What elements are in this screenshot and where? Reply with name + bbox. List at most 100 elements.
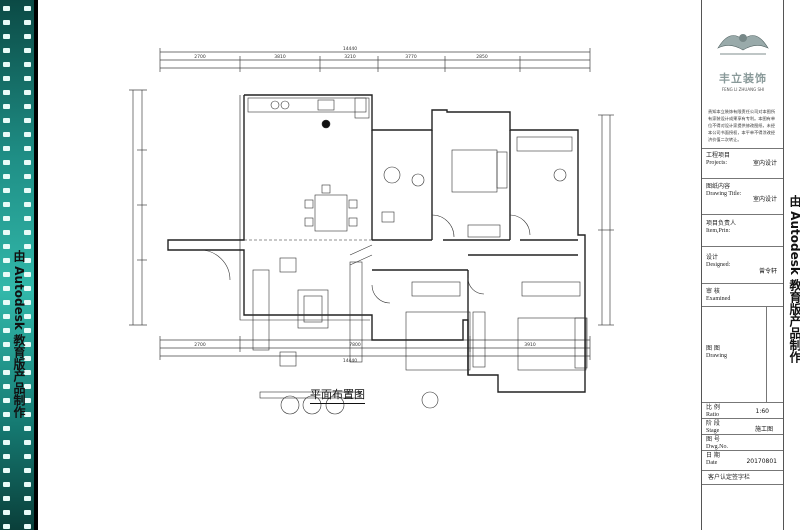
dim-bottom-2: 7800 — [349, 342, 361, 348]
film-perforation — [3, 230, 10, 235]
film-perforation — [3, 496, 10, 501]
copyright-notice: 贵知本立装饰有限责任公司对本图所有家装设计成果享有专利。本图有单位不得对设计家提… — [708, 109, 776, 142]
film-perforation — [3, 300, 10, 305]
film-perforation — [3, 48, 10, 53]
film-perforation — [24, 412, 31, 417]
film-perforation — [3, 258, 10, 263]
film-perforation — [3, 454, 10, 459]
dim-top-3: 3210 — [344, 54, 356, 60]
film-perforation — [24, 440, 31, 445]
film-perforation — [3, 342, 10, 347]
film-perforation — [3, 468, 10, 473]
right-watermark: 由 Autodesk 教育版产品制作 — [788, 195, 800, 364]
film-perforation — [3, 6, 10, 11]
film-perforation — [24, 370, 31, 375]
film-perforation — [24, 188, 31, 193]
film-perforation — [24, 48, 31, 53]
film-perforation — [3, 426, 10, 431]
film-perforation — [3, 132, 10, 137]
film-perforation — [3, 412, 10, 417]
dim-bottom-3: 3910 — [524, 342, 536, 348]
film-perforation — [3, 356, 10, 361]
dim-top-4: 3770 — [405, 54, 417, 60]
film-perforation — [24, 216, 31, 221]
film-perforation — [24, 510, 31, 515]
film-perforation — [3, 34, 10, 39]
film-perforation — [24, 524, 31, 529]
film-perforation — [24, 20, 31, 25]
company-name: 丰立装饰 — [719, 72, 767, 85]
film-perforation — [3, 286, 10, 291]
film-perforation — [24, 230, 31, 235]
film-perforation — [24, 62, 31, 67]
film-perforation — [24, 468, 31, 473]
film-perforation — [3, 160, 10, 165]
film-perforation — [24, 34, 31, 39]
plan-caption: 平面布置图 — [310, 386, 365, 404]
film-perforation — [24, 244, 31, 249]
film-perforation — [24, 482, 31, 487]
film-perforation — [24, 384, 31, 389]
film-perforation — [24, 398, 31, 403]
stage-value: 施工图 — [754, 426, 773, 433]
drawing-sheet — [34, 0, 800, 530]
left-watermark: 由 Autodesk 教育版产品制作 — [12, 250, 26, 419]
dim-bottom-total: 14440 — [343, 358, 357, 364]
film-perforation — [24, 314, 31, 319]
project-value: 室内设计 — [752, 160, 777, 167]
sheet-left-border — [34, 0, 38, 530]
company-pinyin: FENG LI ZHUANG SHI — [721, 87, 765, 92]
drawing-title-value: 室内设计 — [752, 196, 777, 203]
film-perforation — [24, 132, 31, 137]
film-perforation — [24, 146, 31, 151]
film-perforation — [24, 174, 31, 179]
ratio-value: 1:60 — [755, 408, 769, 415]
film-perforation — [3, 244, 10, 249]
film-perforation — [24, 356, 31, 361]
film-perforation — [24, 426, 31, 431]
film-perforation — [24, 160, 31, 165]
film-perforation — [3, 76, 10, 81]
film-perforation — [3, 216, 10, 221]
film-perforation — [3, 398, 10, 403]
film-perforation — [3, 202, 10, 207]
film-perforation — [3, 118, 10, 123]
film-perforation — [24, 90, 31, 95]
film-perforation — [24, 258, 31, 263]
film-perforation — [24, 272, 31, 277]
film-perforation — [3, 440, 10, 445]
film-perforation — [24, 342, 31, 347]
dim-top-5: 2850 — [476, 54, 488, 60]
film-perforation — [3, 384, 10, 389]
film-perforation — [3, 328, 10, 333]
film-perforation — [24, 76, 31, 81]
film-perforation — [24, 286, 31, 291]
film-perforation — [24, 328, 31, 333]
film-perforation — [3, 20, 10, 25]
film-perforation — [24, 104, 31, 109]
film-perforation — [24, 300, 31, 305]
film-perforation — [3, 314, 10, 319]
film-perforation — [3, 90, 10, 95]
film-perforation — [3, 370, 10, 375]
film-perforation — [3, 174, 10, 179]
dim-bottom-1: 2700 — [194, 342, 206, 348]
dim-top-total: 14440 — [343, 46, 357, 52]
company-logo: 丰立装饰 FENG LI ZHUANG SHI — [710, 18, 776, 92]
film-perforation — [3, 104, 10, 109]
eagle-logo-icon — [717, 34, 769, 55]
film-perforation — [24, 454, 31, 459]
film-perforation — [24, 6, 31, 11]
film-strip-border — [0, 0, 34, 530]
film-perforation — [3, 482, 10, 487]
film-perforation — [24, 496, 31, 501]
dim-top-1: 2700 — [194, 54, 206, 60]
